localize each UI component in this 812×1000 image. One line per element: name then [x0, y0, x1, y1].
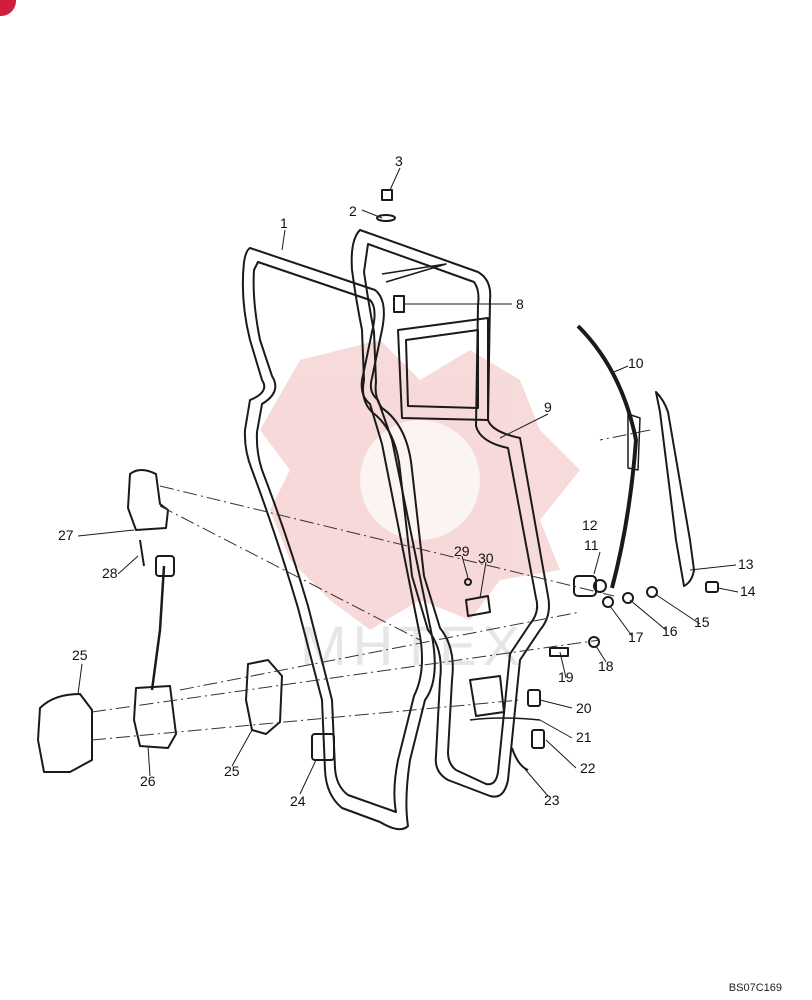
- nut-3: [381, 189, 393, 201]
- hinge-bracket: [469, 675, 505, 717]
- callout-23: 23: [544, 792, 560, 808]
- callout-10: 10: [628, 355, 644, 371]
- bolt-8: [393, 295, 405, 313]
- screw-29: [464, 578, 472, 586]
- watermark-logo: [260, 340, 580, 630]
- callout-17: 17: [628, 629, 644, 645]
- drawing-code: BS07C169: [728, 982, 782, 994]
- wiper-blade: [576, 324, 638, 589]
- callout-8: 8: [516, 296, 524, 312]
- callout-12: 12: [582, 517, 598, 533]
- callout-25-cover: 25: [72, 647, 88, 663]
- callout-28: 28: [102, 565, 118, 581]
- wiper-motor: [573, 575, 597, 597]
- callout-26: 26: [140, 773, 156, 789]
- wiper-arm: [655, 391, 695, 587]
- callout-24: 24: [290, 793, 306, 809]
- clamp-24: [311, 733, 335, 761]
- latch-rod: [150, 565, 166, 691]
- door-frame: [350, 229, 550, 798]
- callout-9: 9: [544, 399, 552, 415]
- callout-13: 13: [738, 556, 754, 572]
- washer-17: [602, 596, 614, 608]
- callout-30: 30: [478, 550, 494, 566]
- callout-25-plate: 25: [224, 763, 240, 779]
- callout-19: 19: [558, 669, 574, 685]
- callout-15: 15: [694, 614, 710, 630]
- callout-18: 18: [598, 658, 614, 674]
- hose-21: [469, 717, 541, 721]
- washer-18: [588, 636, 600, 648]
- nut-14: [705, 581, 719, 593]
- callout-22: 22: [580, 760, 596, 776]
- callout-27: 27: [58, 527, 74, 543]
- screw-28: [139, 539, 145, 567]
- latch-30: [465, 595, 491, 617]
- callout-14: 14: [740, 583, 756, 599]
- fitting-20: [527, 689, 541, 707]
- cover-25-left: [37, 693, 93, 773]
- clip-23: [511, 747, 529, 771]
- washer-16: [622, 592, 634, 604]
- callout-2: 2: [349, 203, 357, 219]
- latch-26: [133, 685, 177, 749]
- callout-21: 21: [576, 729, 592, 745]
- fitting-22: [531, 729, 545, 749]
- callout-29: 29: [454, 543, 470, 559]
- callout-3: 3: [395, 153, 403, 169]
- washer-2: [376, 214, 396, 222]
- callout-1: 1: [280, 215, 288, 231]
- callout-11: 11: [584, 537, 599, 553]
- handle-27: [127, 469, 169, 531]
- washer-15: [646, 586, 658, 598]
- plate-25: [245, 659, 283, 735]
- callout-20: 20: [576, 700, 592, 716]
- watermark-text: MHTEX: [300, 614, 526, 677]
- bolt-19: [549, 647, 569, 657]
- callout-16: 16: [662, 623, 678, 639]
